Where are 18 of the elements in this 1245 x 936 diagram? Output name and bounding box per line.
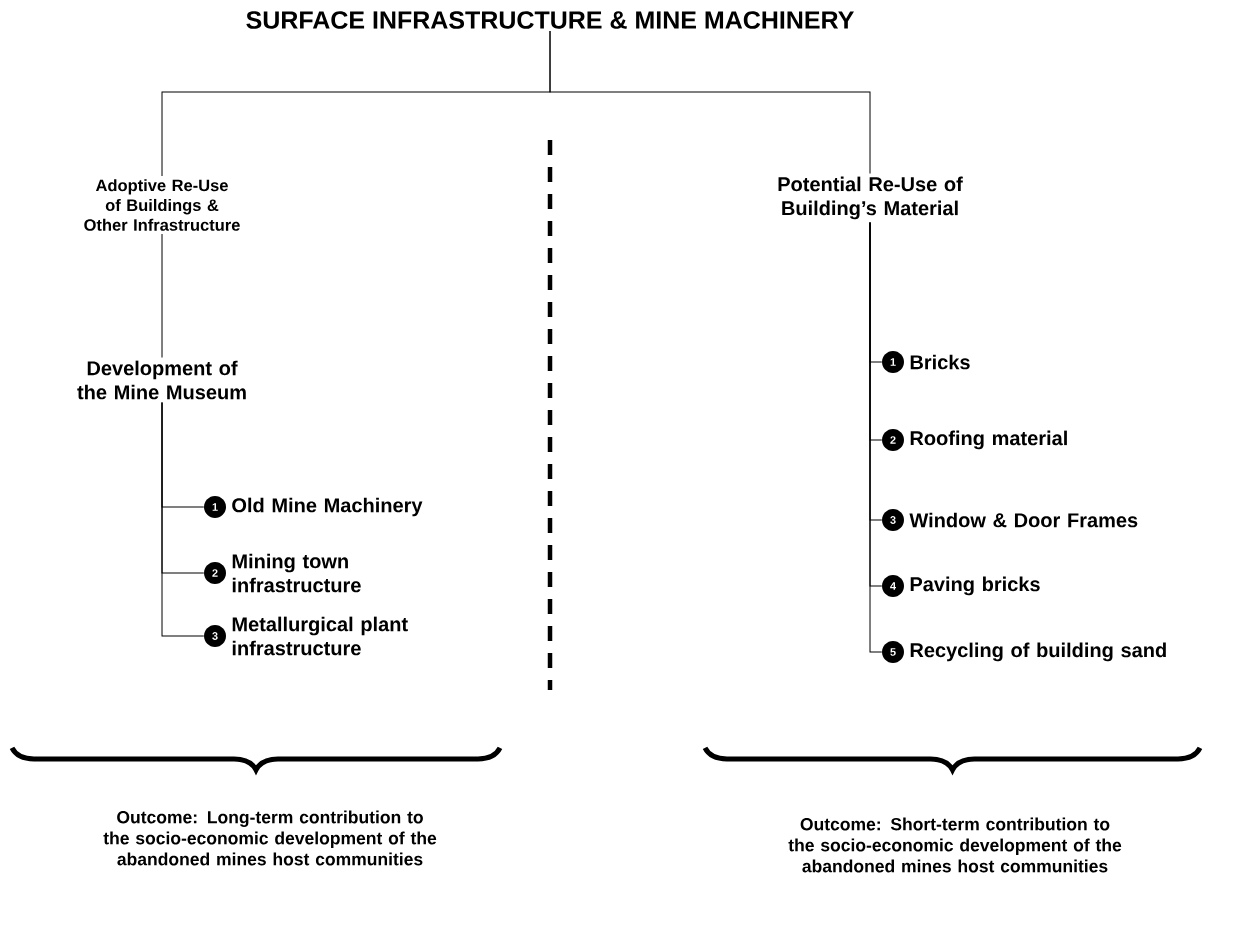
heading: SURFACE INFRASTRUCTURE & MINE MACHINERY	[246, 11, 854, 29]
node-label: Development of the Mine Museum	[77, 360, 246, 400]
connector-line	[549, 30, 871, 174]
item-text: Paving bricks	[910, 576, 1040, 596]
node-label: Potential Re-Use of Building’s Material	[778, 176, 963, 220]
item-text: Recycling of building sand	[910, 642, 1166, 662]
item-text: Old Mine Machinery	[232, 497, 423, 517]
outcome-text: Outcome: Long-term contribution to the socio-economic development of the abandoned mines host communities	[103, 810, 437, 866]
connector-line	[869, 222, 883, 653]
connector-line	[161, 402, 205, 637]
item-text: Mining town infrastructure	[232, 553, 361, 593]
node-label: Adoptive Re-Use of Buildings & Other Infrastructure	[84, 179, 240, 231]
connector-line	[161, 233, 163, 358]
item-text: Bricks	[910, 354, 970, 370]
item-text: Metallurgical plant infrastructure	[232, 616, 408, 656]
item-text: Window & Door Frames	[909, 512, 1138, 528]
item-text: Roofing material	[910, 430, 1067, 450]
outcome-text: Outcome: Short-term contribution to the socio-economic development of the abandoned mines host communities	[788, 817, 1122, 873]
